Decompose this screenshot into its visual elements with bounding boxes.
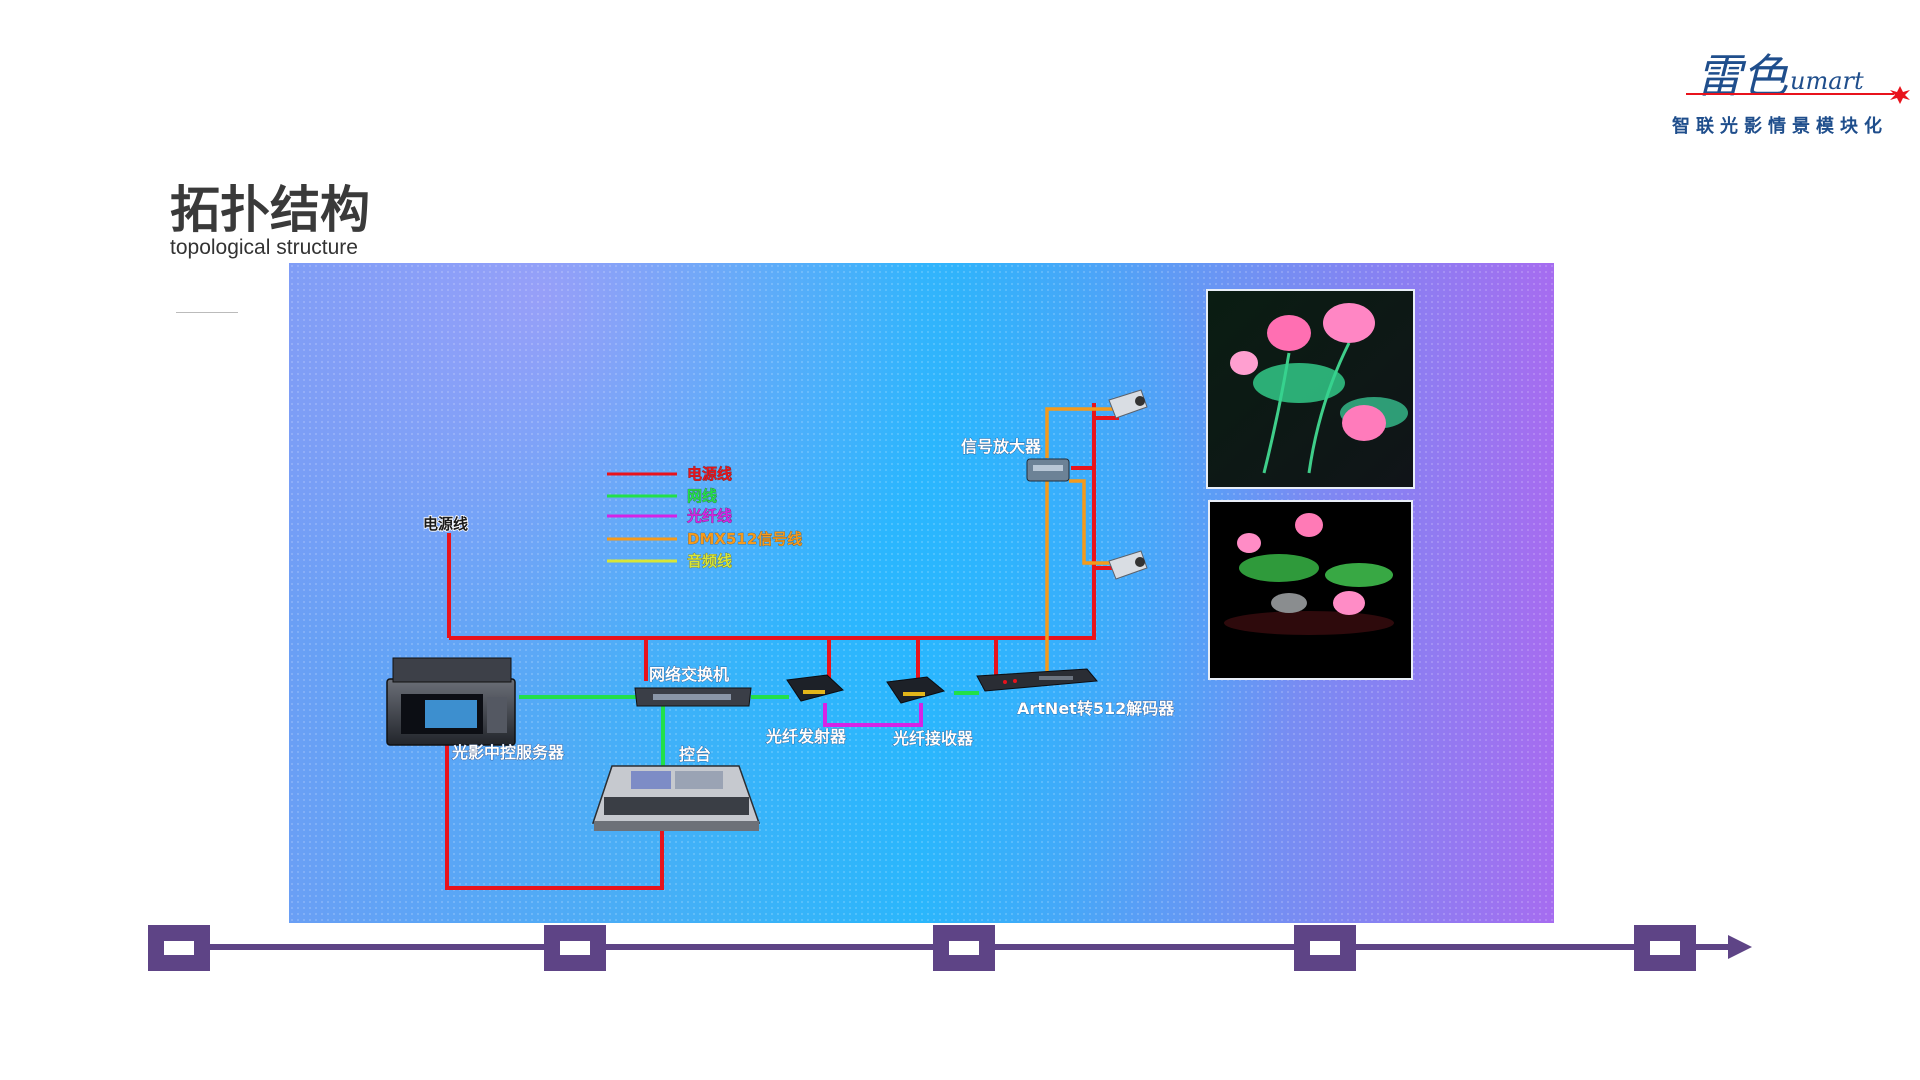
- legend-label-fiber: 光纤线: [686, 507, 732, 525]
- fiber-transmitter-label: 光纤发射器: [765, 727, 847, 746]
- lotus-projection-image: [1208, 500, 1413, 680]
- media-server-icon: [386, 657, 516, 746]
- lotus-projection-image: [1206, 289, 1415, 489]
- timeline-marker: [1634, 925, 1696, 971]
- projector-icon: [1108, 550, 1148, 580]
- power-source-label: 电源线: [423, 515, 468, 533]
- legend: 电源线 网线 光纤线 DMX512信号线 音频线: [607, 465, 803, 570]
- legend-label-power: 电源线: [687, 465, 732, 483]
- fiber-receiver-icon: [886, 676, 946, 704]
- projector-icon: [1108, 389, 1148, 419]
- logo-brand-latin: umart: [1790, 67, 1864, 95]
- legend-label-dmx: DMX512信号线: [687, 530, 802, 548]
- power-bus-line: [449, 403, 1096, 640]
- timeline-marker: [544, 925, 606, 971]
- logo-star-icon: [1890, 86, 1910, 104]
- logo-mark: 雷色 umart: [1686, 49, 1910, 104]
- signal-amplifier-label: 信号放大器: [961, 437, 1042, 456]
- artnet-decoder-icon: [976, 668, 1098, 692]
- fiber-line: [823, 703, 923, 727]
- lighting-console-label: 控台: [679, 745, 711, 764]
- signal-amplifier-icon: [1026, 458, 1070, 482]
- logo-tagline: 智联光影情景模块化: [1672, 116, 1888, 137]
- artnet-decoder-label: ArtNet转512解码器: [1017, 699, 1175, 718]
- company-logo: 雷色 umart 智联光影情景模块化: [1672, 30, 1917, 140]
- power-lines: [445, 403, 1119, 890]
- timeline-marker: [1294, 925, 1356, 971]
- topology-diagram: 电源线 网线 光纤线 DMX512信号线 音频线 电源线 光影中控服务器 网络交…: [386, 289, 1415, 890]
- dmx-amplifier-projector-bottom: [1069, 479, 1117, 565]
- legend-label-audio: 音频线: [687, 552, 732, 570]
- page-subtitle: topological structure: [170, 236, 358, 259]
- media-server-label: 光影中控服务器: [451, 743, 565, 762]
- dmx-lines: [1045, 407, 1117, 675]
- title-divider: [176, 312, 238, 313]
- network-switch-label: 网络交换机: [649, 665, 729, 684]
- network-switch-icon: [634, 687, 752, 707]
- fiber-receiver-label: 光纤接收器: [892, 729, 974, 748]
- power-loop-line: [445, 719, 664, 890]
- page-title: 拓扑结构: [170, 181, 370, 239]
- network-lines: [519, 691, 979, 768]
- timeline-marker: [148, 925, 210, 971]
- timeline-arrow-icon: [1728, 935, 1752, 959]
- dmx-amplifier-projector-top: [1045, 407, 1117, 458]
- legend-label-network: 网线: [687, 487, 717, 505]
- lighting-console-icon: [591, 765, 761, 831]
- topology-diagram-panel: 电源线 网线 光纤线 DMX512信号线 音频线 电源线 光影中控服务器 网络交…: [289, 263, 1554, 923]
- timeline-marker: [933, 925, 995, 971]
- fiber-transmitter-icon: [786, 674, 845, 702]
